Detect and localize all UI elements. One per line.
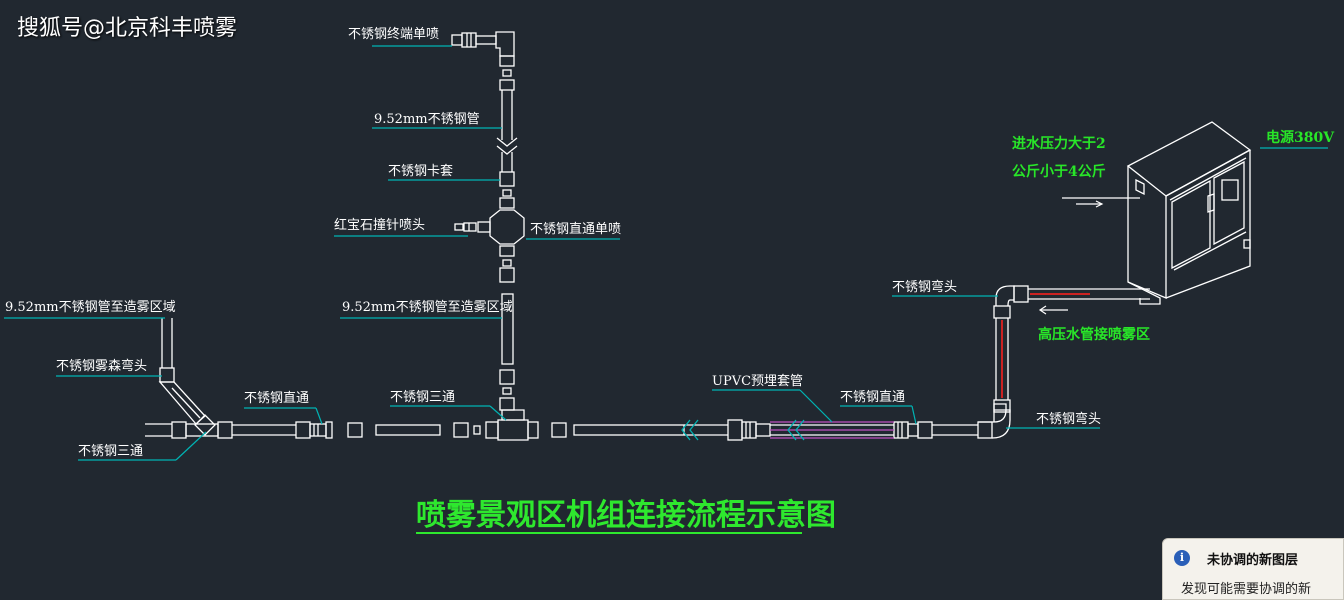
hp-pipe-arrow bbox=[1038, 305, 1068, 315]
high-pressure-line bbox=[1001, 293, 1090, 398]
end-nozzle-tip bbox=[451, 34, 463, 46]
label-elbow-bottom: 不锈钢弯头 bbox=[1036, 411, 1101, 427]
label-pipe-to-zone-1: 9.52mm不锈钢管至造雾区域 bbox=[342, 300, 513, 315]
notice-title: 未协调的新图层 bbox=[1207, 553, 1299, 568]
label-ferrule: 不锈钢卡套 bbox=[388, 163, 453, 179]
label-elbow-left: 不锈钢雾森弯头 bbox=[56, 358, 147, 374]
left-branch bbox=[145, 318, 233, 439]
label-upvc: UPVC预埋套管 bbox=[712, 373, 803, 389]
label-tee-1: 不锈钢三通 bbox=[78, 444, 143, 459]
label-pipe-952: 9.52mm不锈钢管 bbox=[374, 112, 480, 127]
notice-text: 发现可能需要协调的新 bbox=[1181, 582, 1312, 597]
straight-nozzle-body bbox=[489, 209, 525, 245]
vertical-branch bbox=[451, 31, 525, 411]
watermark: 搜狐号@北京科丰喷雾 bbox=[17, 16, 238, 41]
ferrule bbox=[499, 171, 515, 187]
diagram-canvas: 不锈钢终端单喷 9.52mm不锈钢管 不锈钢卡套 红宝石撞针喷头 不锈钢直通单喷… bbox=[4, 26, 1335, 534]
label-end-nozzle: 不锈钢终端单喷 bbox=[348, 26, 439, 42]
layer-notice-popup[interactable]: i 未协调的新图层 发现可能需要协调的新 bbox=[1162, 538, 1344, 600]
label-ruby-nozzle: 红宝石撞针喷头 bbox=[334, 217, 425, 233]
flow-arrows bbox=[681, 419, 805, 441]
label-pipe-to-zone-2: 9.52mm不锈钢管至造雾区域 bbox=[5, 300, 176, 315]
leader-lines bbox=[4, 45, 1328, 461]
label-power: 电源380V bbox=[1266, 129, 1335, 146]
info-icon: i bbox=[1174, 550, 1190, 566]
label-straight-nozzle: 不锈钢直通单喷 bbox=[530, 222, 621, 237]
label-water-pressure-1: 进水压力大于2 bbox=[1012, 135, 1106, 152]
control-cabinet bbox=[1126, 121, 1252, 305]
label-elbow-top: 不锈钢弯头 bbox=[892, 279, 957, 295]
label-straight-2: 不锈钢直通 bbox=[840, 390, 905, 405]
end-nozzle-elbow bbox=[495, 31, 515, 57]
label-tee-2: 不锈钢三通 bbox=[390, 390, 455, 405]
label-straight-1: 不锈钢直通 bbox=[244, 391, 309, 406]
water-inlet-arrow bbox=[1062, 197, 1140, 208]
label-water-pressure-2: 公斤小于4公斤 bbox=[1012, 163, 1106, 180]
main-line bbox=[232, 285, 1150, 441]
diagram-title: 喷雾景观区机组连接流程示意图 bbox=[416, 498, 836, 533]
label-hp-pipe: 高压水管接喷雾区 bbox=[1038, 326, 1150, 343]
